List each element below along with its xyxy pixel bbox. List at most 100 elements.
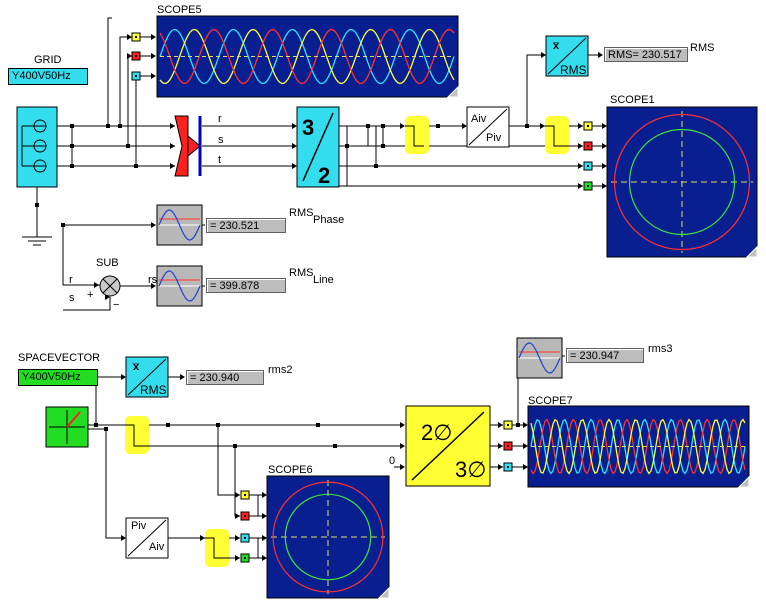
wire (119, 36, 132, 126)
switch-block-2[interactable] (545, 116, 569, 154)
line-rms-tag: RMS (289, 267, 314, 279)
phase-subscript: Phase (313, 214, 345, 226)
arrow-head (462, 123, 467, 129)
scope6-display[interactable] (266, 475, 390, 599)
arrow-head (400, 422, 405, 428)
arrow-head (523, 422, 528, 428)
junction-dot (381, 124, 385, 128)
switch-block-4[interactable] (205, 529, 229, 567)
arrow-head (235, 555, 240, 561)
scope7-corner-grip (737, 475, 750, 488)
port-pin (507, 424, 509, 426)
arrow-head (400, 123, 405, 129)
port-pin (587, 145, 589, 147)
phase-display: = 230.521 (206, 218, 286, 233)
transform23-bottom: 3∅ (455, 457, 487, 482)
arrow-head (578, 143, 583, 149)
switch-path (405, 125, 424, 147)
junction-dot (333, 444, 337, 448)
rms-bottom-slash (127, 358, 167, 396)
port-pin (507, 466, 509, 468)
arrow-head (262, 555, 267, 561)
scope6-display-corner-grip (377, 586, 390, 599)
rms2-tag: rms2 (268, 364, 293, 376)
arrow-head (498, 422, 503, 428)
wire (107, 17, 112, 126)
arrow-head (151, 73, 156, 79)
rms3-tag: rms3 (648, 343, 673, 355)
sub-input-s-label: s (69, 292, 75, 304)
line-subscript: Line (313, 274, 334, 286)
sub-plus-label: + (87, 289, 94, 301)
aiv-piv-top: Aiv (471, 113, 487, 125)
junction-dot (35, 203, 39, 207)
arrow-head (235, 535, 240, 541)
piv-aiv-slash (127, 519, 167, 557)
switch-block-3[interactable] (125, 416, 149, 454)
arrow-head (598, 52, 603, 58)
scope7-label: SCOPE7 (528, 395, 573, 407)
arrow-head (400, 443, 405, 449)
line-mini-scope-trace (158, 270, 201, 302)
signal-s-label: s (218, 134, 224, 146)
rms-top-slash (547, 37, 587, 75)
transform-3-to-2-slash (302, 112, 334, 182)
phase-mini-scope-trace (158, 209, 201, 241)
grid-parameter[interactable]: Y400V50Hz (8, 68, 88, 85)
wire (95, 376, 125, 425)
arrow-head (400, 464, 405, 470)
transform-2-to-3-slash (411, 411, 485, 481)
arrow-head (292, 143, 297, 149)
rms-bottom-label: RMS (140, 383, 167, 397)
switch-block-1[interactable] (405, 116, 429, 154)
arrow-head (578, 123, 583, 129)
piv-aiv-top: Piv (131, 520, 147, 532)
spacevector-label: SPACEVECTOR (18, 352, 101, 364)
arrow-head (127, 34, 132, 40)
arrow-head (498, 464, 503, 470)
rms-bottom-symbol: x̅ (133, 361, 140, 373)
arrow-head (292, 123, 297, 129)
arrow-head (262, 492, 267, 498)
measurement-element-icon (174, 115, 189, 177)
rms-main-display: RMS= 230.517 (604, 47, 688, 62)
wire (62, 225, 100, 286)
switch-path (205, 537, 224, 559)
arrow-head (292, 163, 297, 169)
sub-input-r-label: r (69, 274, 73, 286)
scope1-display-green-trace (628, 128, 736, 236)
junction-dot (316, 423, 320, 427)
port-pin (135, 55, 137, 57)
arrow-head (523, 443, 528, 449)
wire (127, 55, 132, 146)
signal-zero-label: 0 (389, 455, 396, 467)
wire (105, 429, 125, 539)
port-pin (587, 185, 589, 187)
signal-rs-label: rs (148, 274, 158, 286)
arrow-head (262, 513, 267, 519)
arrow-head (170, 123, 175, 129)
aiv-piv-bottom: Piv (486, 132, 502, 144)
line-display: = 399.878 (206, 278, 286, 293)
spacevector-parameter[interactable]: Y400V50Hz (18, 369, 98, 386)
port-pin (587, 165, 589, 167)
port-pin (135, 36, 137, 38)
signal-r-label: r (218, 113, 222, 125)
arrow-head (602, 163, 607, 169)
arrow-head (602, 123, 607, 129)
rms3-display: = 230.947 (566, 348, 644, 363)
arrow-head (121, 374, 126, 380)
grid-source-block[interactable] (16, 106, 58, 188)
scope6-display-green-trace (284, 493, 372, 581)
scope6-label: SCOPE6 (268, 464, 313, 476)
arrow-head (602, 143, 607, 149)
arrow-head (151, 222, 156, 228)
wire (217, 425, 240, 496)
junction-dot (366, 124, 370, 128)
arrow-head (121, 535, 126, 541)
arrow-head (498, 443, 503, 449)
scope5-corner-grip (446, 85, 459, 98)
spacevector-arrow-icon (66, 411, 81, 428)
arrow-head (523, 464, 528, 470)
